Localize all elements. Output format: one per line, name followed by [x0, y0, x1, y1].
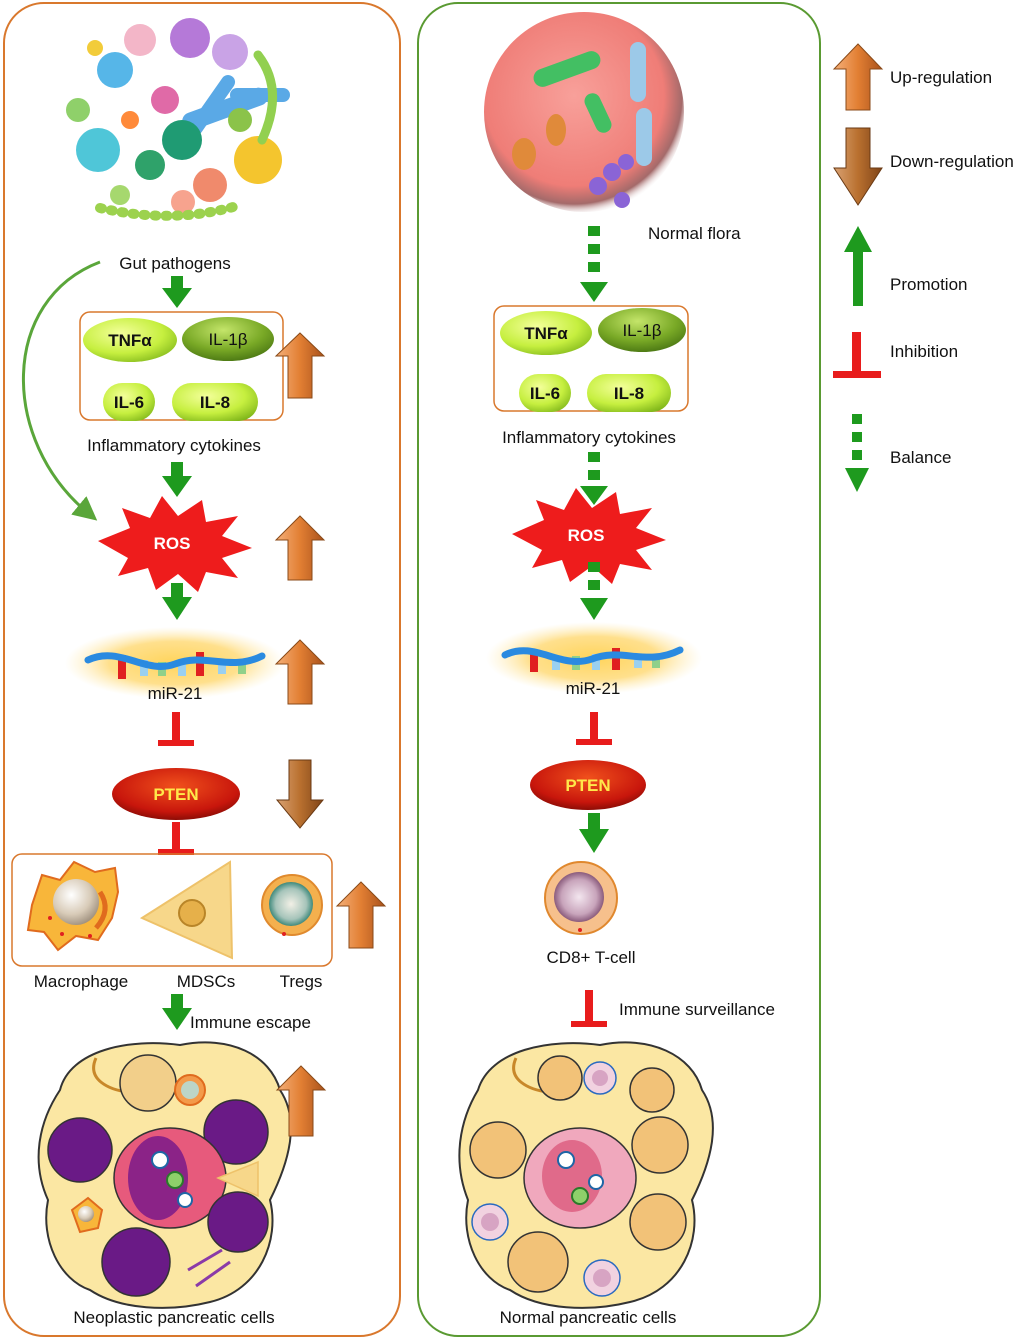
- neoplastic-tissue: [37, 1041, 292, 1309]
- left-il1b-pill: [182, 317, 274, 361]
- right-il8-label: IL-8: [614, 384, 644, 403]
- legend-promotion-label: Promotion: [890, 275, 967, 294]
- promotion-arrow-left-4: [162, 994, 192, 1030]
- tregs-label: Tregs: [280, 972, 323, 991]
- right-tnfa-label: TNFα: [524, 324, 568, 343]
- right-panel-border: [417, 2, 821, 1337]
- legend-balance-label: Balance: [890, 448, 951, 467]
- gut-pathogens-illustration: [65, 18, 290, 225]
- promotion-arrow-left-1: [162, 276, 192, 308]
- promotion-arrow-left-2: [162, 462, 192, 497]
- legend-inhibition-label: Inhibition: [890, 342, 958, 361]
- legend-balance-icon: [845, 414, 869, 492]
- normal-flora-illustration: [484, 12, 684, 212]
- legend-promotion-icon: [844, 226, 872, 306]
- left-pten-label: PTEN: [153, 785, 198, 804]
- right-pten-oval: [530, 760, 646, 810]
- legend-up-icon: [832, 43, 884, 111]
- macrophage-cell: [26, 860, 120, 952]
- cd8-tcell-label: CD8+ T-cell: [547, 948, 636, 967]
- right-ros-burst: [512, 488, 666, 584]
- left-tnfa-pill: [83, 318, 177, 362]
- normal-flora-label: Normal flora: [648, 224, 741, 243]
- promotion-arrow-right-1: [579, 813, 609, 853]
- balance-arrow-right-3: [580, 562, 608, 620]
- gut-pathogens-label: Gut pathogens: [119, 254, 231, 273]
- left-pten-down-arrow: [275, 759, 325, 829]
- left-il1b-label: IL-1β: [208, 330, 247, 349]
- right-il1b-pill: [598, 308, 686, 352]
- legend-down-icon: [833, 127, 883, 206]
- normal-tissue: [458, 1041, 714, 1309]
- right-cytokine-box: [493, 305, 689, 412]
- inhibition-bar-right-1: [576, 712, 612, 745]
- left-ros-burst: [98, 496, 252, 592]
- left-pten-oval: [112, 768, 240, 820]
- mdsc-label: MDSCs: [177, 972, 236, 991]
- left-cytokine-box: [79, 311, 284, 421]
- right-il6-pill: [519, 374, 571, 412]
- left-tnfa-label: TNFα: [108, 331, 152, 350]
- left-il8-label: IL-8: [200, 393, 230, 412]
- left-ros-up-arrow: [274, 515, 326, 581]
- immune-surveillance-label: Immune surveillance: [619, 1000, 775, 1019]
- inhibition-bar-left-2: [158, 822, 194, 855]
- cd8-tcell: [544, 861, 618, 935]
- left-il6-pill: [103, 383, 155, 421]
- balance-arrow-right-1: [580, 226, 608, 302]
- right-il8-pill: [587, 374, 671, 412]
- left-mir21-strand: [84, 652, 266, 679]
- left-il8-pill: [172, 383, 258, 421]
- legend-down-label: Down-regulation: [890, 152, 1014, 171]
- macrophage-label: Macrophage: [34, 972, 129, 991]
- right-mir21-label: miR-21: [566, 679, 621, 698]
- right-il6-label: IL-6: [530, 384, 560, 403]
- immune-cells-up-arrow: [335, 881, 387, 949]
- right-il1b-label: IL-1β: [622, 321, 661, 340]
- left-cytokines-up-arrow: [274, 332, 326, 399]
- pathogens-to-ros-arrow: [22, 260, 101, 521]
- immune-escape-label: Immune escape: [190, 1013, 311, 1032]
- right-pten-label: PTEN: [565, 776, 610, 795]
- left-ros-label: ROS: [154, 534, 191, 553]
- right-tnfa-pill: [500, 311, 592, 355]
- left-il6-label: IL-6: [114, 393, 144, 412]
- left-mir21-up-arrow: [274, 639, 326, 705]
- balance-arrow-right-2: [580, 452, 608, 505]
- left-cytokines-label: Inflammatory cytokines: [87, 436, 261, 455]
- inhibition-bar-left-1: [158, 712, 194, 746]
- inhibition-bar-right-2: [571, 990, 607, 1027]
- mdsc-cell: [139, 860, 234, 960]
- left-panel-border: [3, 2, 401, 1337]
- legend-inhibition-icon: [833, 332, 881, 378]
- right-cytokines-label: Inflammatory cytokines: [502, 428, 676, 447]
- right-mir21-strand: [501, 646, 684, 672]
- left-mir21-label: miR-21: [148, 684, 203, 703]
- legend-up-label: Up-regulation: [890, 68, 992, 87]
- right-ros-label: ROS: [568, 526, 605, 545]
- promotion-arrow-left-3: [162, 583, 192, 620]
- neoplastic-tissue-label: Neoplastic pancreatic cells: [73, 1308, 274, 1327]
- immune-cells-box: [11, 853, 333, 967]
- treg-cell: [261, 874, 323, 936]
- neoplastic-up-arrow: [275, 1065, 327, 1137]
- normal-tissue-label: Normal pancreatic cells: [500, 1308, 677, 1327]
